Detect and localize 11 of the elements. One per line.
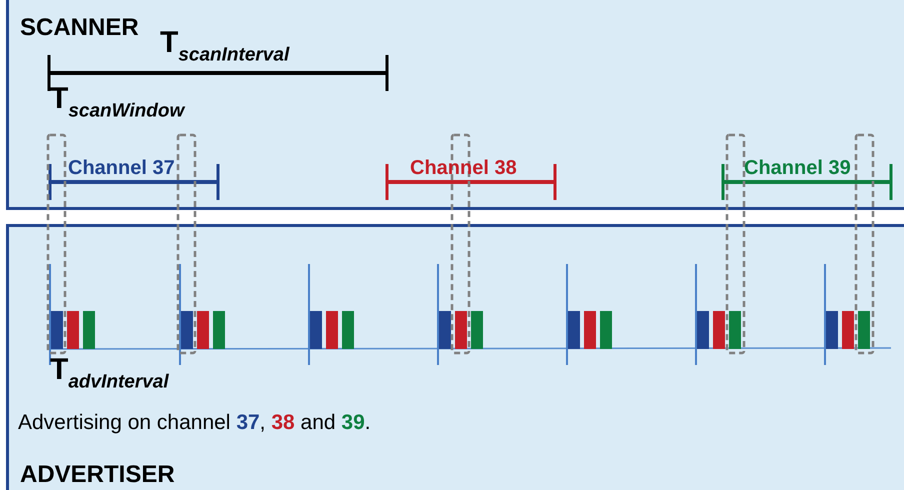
- channel-label: Channel 38: [410, 158, 517, 178]
- panel-title: SCANNER: [20, 16, 139, 40]
- panel-title: ADVERTISER: [20, 463, 175, 487]
- timeline-panel: [6, 0, 904, 210]
- timeline-panel: [6, 224, 904, 490]
- time-parameter-label: T$_{advInterval}$: [50, 355, 169, 392]
- time-parameter-label: T$_{scanInterval}$: [160, 28, 290, 65]
- channel-label: Channel 39: [744, 158, 851, 178]
- time-parameter-label: T$_{scanWindow}$: [50, 84, 184, 121]
- channel-label: Channel 37: [68, 158, 175, 178]
- caption-sentence: Advertising on channel 37, 38 and 39.: [18, 412, 371, 433]
